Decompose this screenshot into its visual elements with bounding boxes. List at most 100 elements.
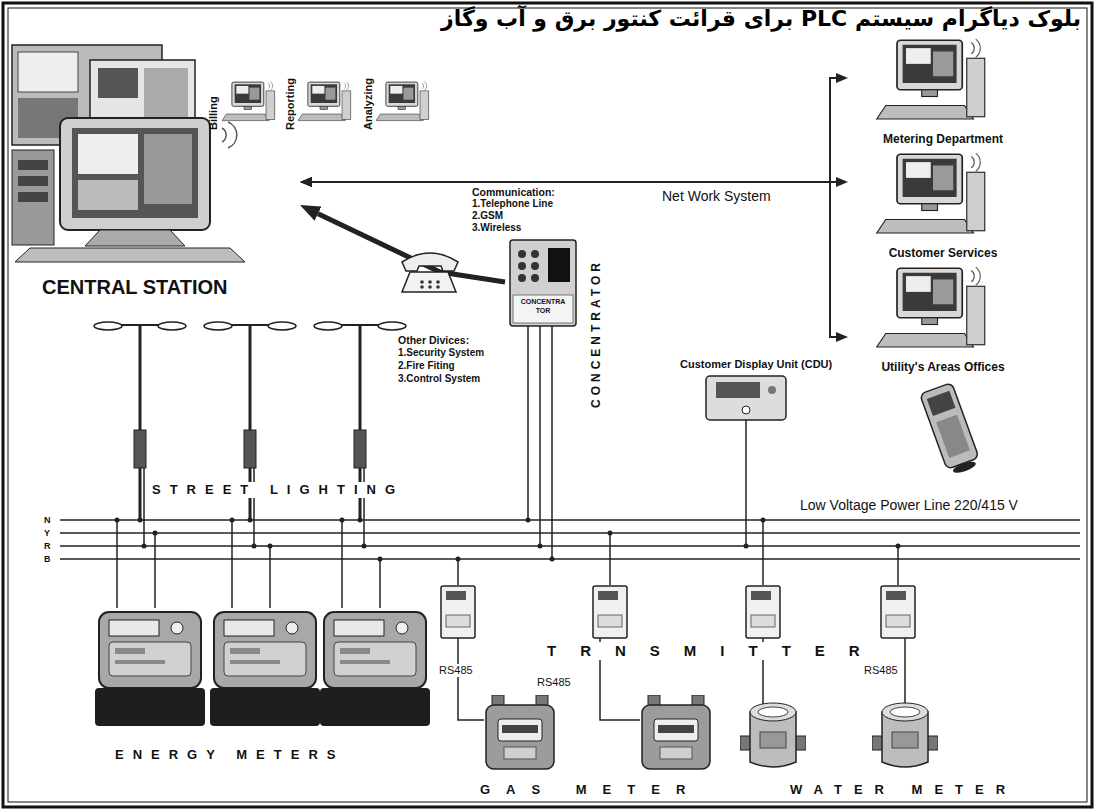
street-lamps	[158, 322, 186, 330]
power-lines	[60, 520, 1080, 559]
central-station-computer	[12, 45, 245, 262]
wire-junctions	[268, 544, 273, 549]
street-lamps	[268, 322, 296, 330]
computer-terminal: Billing	[205, 68, 277, 134]
street-lamps	[314, 322, 342, 330]
wire-junctions	[362, 544, 367, 549]
street-lamps	[139, 326, 142, 520]
telephone-icon	[420, 285, 424, 289]
central-station-computer	[15, 248, 245, 262]
power-lines	[60, 558, 1080, 560]
display-unit: Customer Display Unit (CDU)	[680, 358, 840, 422]
wire-junctions	[115, 518, 120, 523]
power-lines	[60, 532, 1080, 534]
street-lamps	[134, 430, 146, 468]
street-lamps	[253, 468, 255, 546]
node-label: Analyzing	[362, 78, 375, 130]
wire-junctions	[896, 544, 901, 549]
service-wires	[231, 520, 233, 608]
meters	[881, 586, 915, 638]
central-station-computer	[85, 230, 185, 246]
central-station-computer	[12, 150, 54, 245]
telephone-icon	[402, 253, 458, 292]
street-lamps	[363, 468, 365, 546]
node-label: Customer Display Unit (CDU)	[680, 358, 832, 371]
service-wires	[116, 520, 118, 608]
service-wires	[609, 533, 611, 585]
office-computers	[376, 82, 429, 121]
central-station-computer	[18, 176, 48, 186]
phase-name: B	[44, 554, 51, 565]
central-station-computer	[78, 134, 138, 174]
handheld-reader	[952, 459, 977, 475]
service-wires	[762, 520, 764, 585]
concentrator-device	[531, 262, 539, 270]
office-computers	[222, 82, 275, 121]
concentrator-device	[510, 240, 576, 326]
central-station-computer	[18, 52, 78, 92]
street-lamps	[143, 468, 145, 546]
devices-item: 2.Fire Fiting	[398, 360, 455, 372]
handheld-reader	[920, 383, 982, 477]
wire-junctions	[456, 557, 461, 562]
street-lamps	[102, 325, 398, 546]
central-station: CENTRAL STATION	[8, 40, 300, 308]
wire-junctions	[608, 531, 613, 536]
service-wires	[269, 546, 271, 608]
wire-junctions	[378, 557, 383, 562]
meters	[210, 612, 320, 726]
bus-name: RS485	[862, 664, 900, 677]
comm-item: 1.Telephone Line	[472, 198, 553, 210]
transmitter-label: TRNSMITTER	[545, 642, 886, 660]
street-lamps	[378, 322, 406, 330]
central-station-computer	[18, 192, 48, 202]
central-station-computer	[60, 118, 210, 230]
service-wires	[551, 326, 553, 559]
handheld-reader	[920, 383, 979, 470]
concentrator-device	[518, 262, 526, 270]
display-unit-device	[716, 382, 760, 398]
node-label: Reporting	[284, 78, 297, 130]
network-connector	[312, 182, 836, 337]
street-lamps	[354, 430, 366, 468]
street-lighting-label: STREET LIGHTING	[150, 482, 406, 498]
meter-group-label: GAS METER	[480, 782, 701, 798]
power-lines	[60, 519, 1080, 521]
central-station-computer	[144, 134, 192, 204]
service-wires	[745, 420, 747, 546]
concentrator-device	[518, 250, 526, 258]
connector-label: Net Work System	[660, 188, 773, 205]
meters	[593, 586, 627, 638]
diagram-title: بلوک دیاگرام سیستم PLC برای قرائت کنتور …	[441, 5, 1081, 33]
street-lamps	[94, 322, 406, 330]
telephone-icon	[420, 280, 424, 284]
wire-junctions	[142, 544, 147, 549]
service-wires	[379, 559, 381, 608]
street-lamps	[134, 430, 366, 468]
concentrator-device	[531, 274, 539, 282]
node-label: CONCENTRA TOR	[513, 297, 573, 315]
phase-name: R	[44, 541, 51, 552]
office-computer: Metering Department	[848, 36, 1038, 150]
service-wires	[458, 638, 484, 720]
devices-item: 3.Control System	[398, 373, 480, 385]
service-wires	[897, 546, 899, 585]
wire-junctions	[248, 518, 253, 523]
concentrator-device	[531, 250, 539, 258]
wire-junctions	[230, 518, 235, 523]
display-unit-device	[742, 406, 750, 414]
concentrator-device	[513, 295, 573, 323]
display-unit-device	[768, 386, 776, 394]
comm-item: 3.Wireless	[472, 222, 521, 234]
wire-junctions	[115, 518, 901, 562]
power-line-label: Low Voltage Power Line 220/415 V	[800, 497, 1018, 514]
network-connector	[312, 78, 836, 182]
display-unit-device	[706, 376, 786, 420]
office-computers	[877, 39, 985, 119]
service-wires	[527, 326, 529, 520]
comm-heading: Communication:	[472, 186, 555, 199]
central-station-computer	[72, 128, 198, 218]
wire-junctions	[358, 518, 363, 523]
comm-item: 2.GSM	[472, 210, 503, 222]
service-wires	[457, 559, 459, 585]
